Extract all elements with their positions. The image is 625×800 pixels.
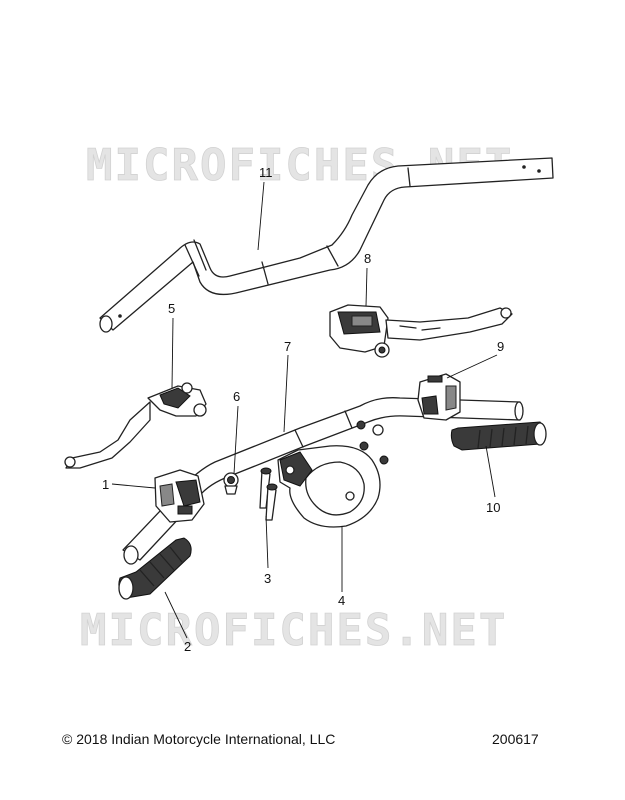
callout-4: 4 (338, 593, 345, 608)
copyright-notice: © 2018 Indian Motorcycle International, … (62, 731, 336, 747)
handlebar-upper (99, 157, 554, 333)
fitting (223, 472, 239, 495)
callout-8: 8 (364, 251, 371, 266)
callout-9: 9 (497, 339, 504, 354)
handlebar-lower (122, 397, 524, 565)
callout-6: 6 (233, 389, 240, 404)
leader-lines (111, 181, 498, 639)
callout-2: 2 (184, 639, 191, 654)
right-grip (450, 421, 547, 451)
callout-11: 11 (259, 165, 273, 180)
callout-10: 10 (486, 500, 500, 515)
screws (259, 420, 389, 521)
brake-master-cylinder (329, 304, 513, 358)
handlebar-clamp-housing (277, 445, 381, 528)
clutch-lever-assembly (64, 382, 207, 469)
left-switch-housing (154, 469, 205, 523)
callout-3: 3 (264, 571, 271, 586)
callout-1: 1 (102, 477, 109, 492)
callout-5: 5 (168, 301, 175, 316)
callouts: 11 8 5 7 9 6 1 10 3 4 2 (102, 165, 504, 654)
left-grip (118, 537, 192, 600)
callout-7: 7 (284, 339, 291, 354)
right-switch-housing (417, 373, 461, 421)
document-number: 200617 (492, 731, 539, 747)
watermark-bottom: MICROFICHES.NET (80, 605, 507, 656)
